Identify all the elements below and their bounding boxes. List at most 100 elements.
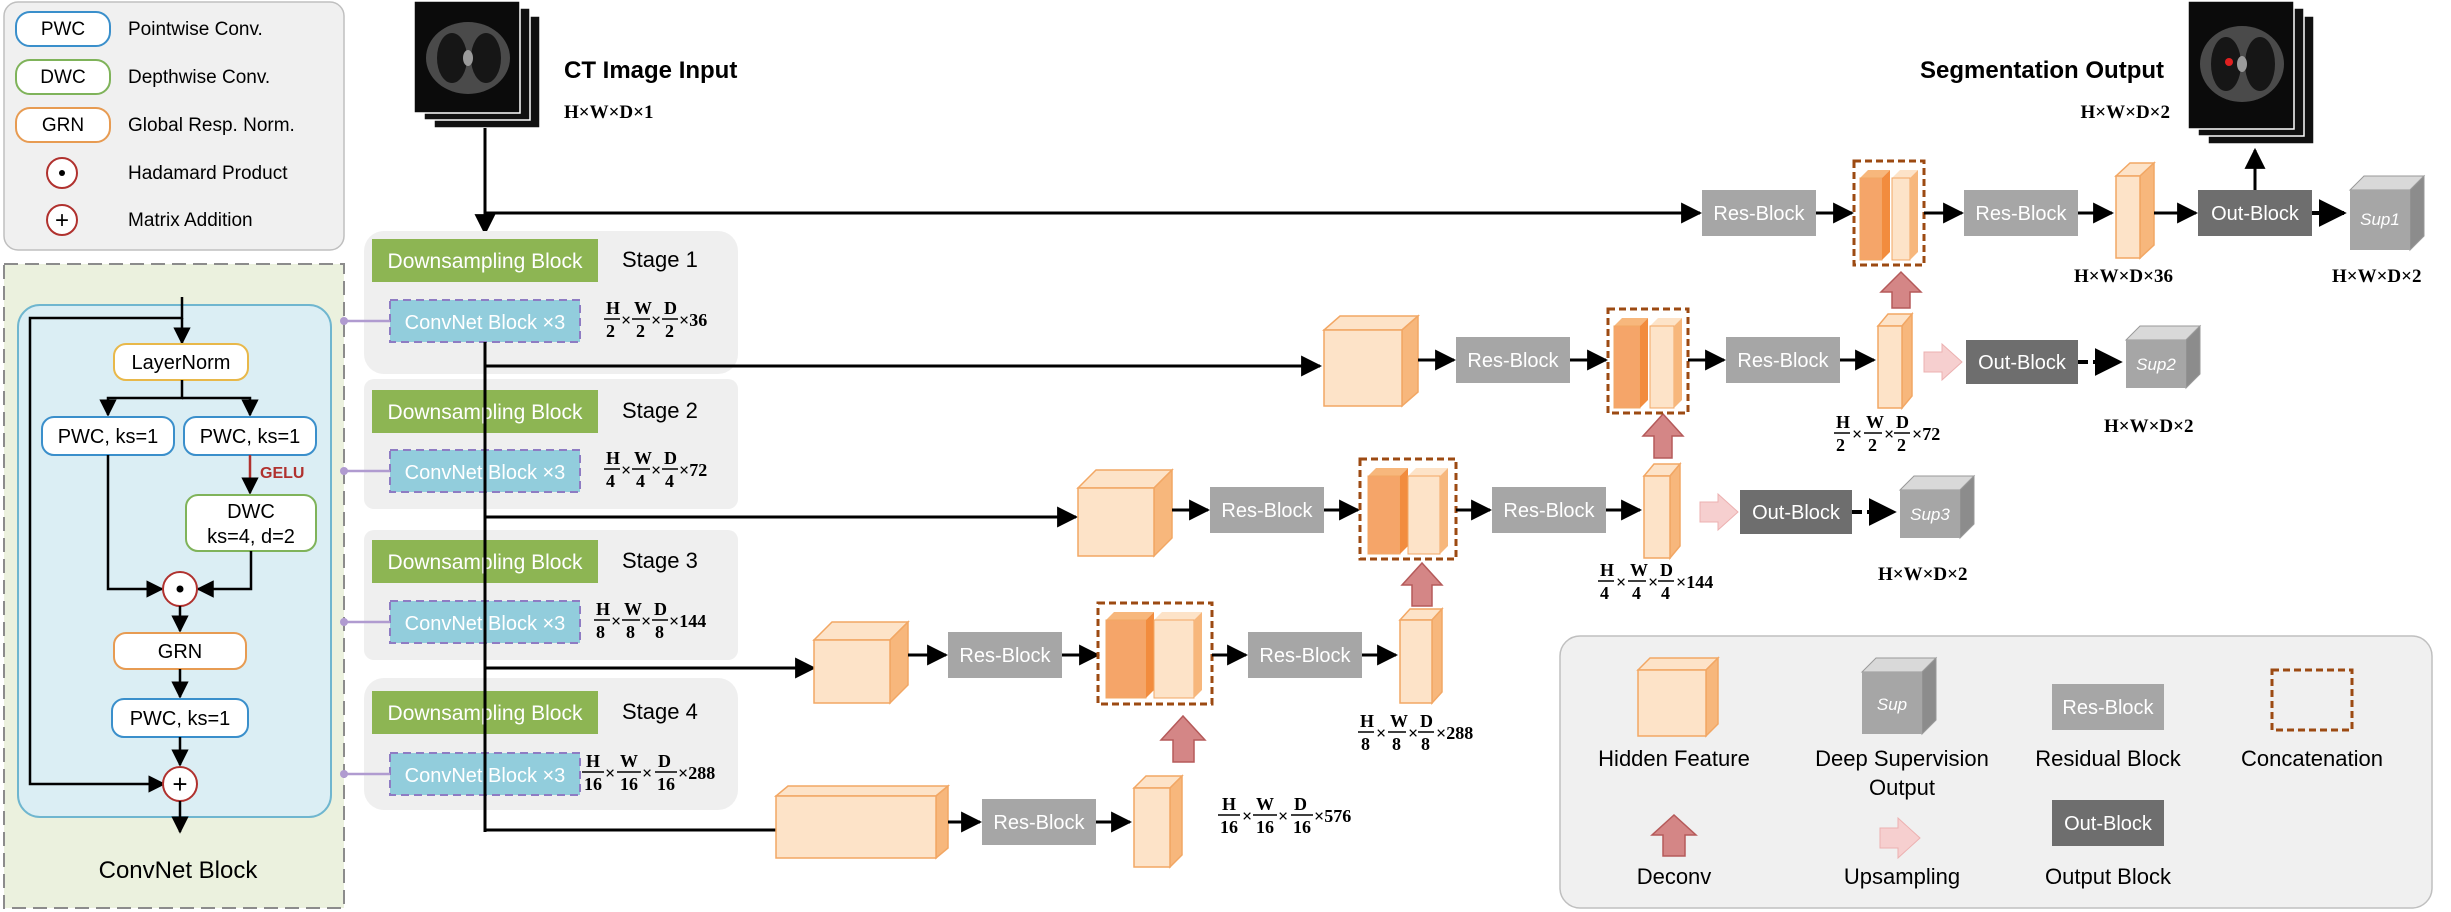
- svg-text:D: D: [1896, 412, 1909, 432]
- ct-image-input: CT Image Input H×W×D×1: [413, 0, 737, 129]
- res-block-l1-a: [1702, 190, 1816, 236]
- svg-text:D: D: [1420, 711, 1433, 731]
- svg-text:8: 8: [655, 622, 664, 642]
- svg-text:Output: Output: [1869, 775, 1935, 800]
- top-legend: PWC Pointwise Conv. DWC Depthwise Conv. …: [3, 1, 345, 251]
- concatenation-legend-text: Concatenation: [2241, 746, 2383, 771]
- svg-text:Res-Block: Res-Block: [1467, 350, 1559, 372]
- bottleneck-dims: H16 × W16 × D16 ×576: [1218, 794, 1351, 837]
- svg-text:W: W: [1866, 412, 1884, 432]
- svg-text:×: ×: [1278, 806, 1288, 826]
- convnet-block-stage-1: [389, 299, 581, 343]
- concat-l1: [1852, 159, 1926, 267]
- sup1-dims: H×W×D×2: [2332, 266, 2421, 287]
- bottleneck-feature: [773, 784, 951, 860]
- svg-text:GRN: GRN: [158, 641, 202, 663]
- svg-text:H: H: [606, 448, 620, 468]
- concat-l4: [1096, 601, 1214, 706]
- svg-text:Res-Block: Res-Block: [1713, 203, 1805, 225]
- add-legend-icon: [46, 204, 78, 236]
- svg-text:16: 16: [584, 774, 602, 794]
- svg-text:4: 4: [1632, 583, 1641, 603]
- svg-text:16: 16: [620, 774, 638, 794]
- svg-text:D: D: [664, 448, 677, 468]
- dec-feature-l2: [1876, 311, 1914, 411]
- svg-text:×: ×: [1408, 723, 1418, 743]
- dec-l4-dims: H8 × W8 × D8 ×288: [1358, 711, 1473, 754]
- res-block-l2-a: [1456, 337, 1570, 383]
- svg-text:W: W: [624, 599, 642, 619]
- svg-text:W: W: [1630, 560, 1648, 580]
- svg-text:PWC, ks=1: PWC, ks=1: [200, 426, 301, 448]
- svg-text:2: 2: [1836, 435, 1845, 455]
- svg-text:8: 8: [596, 622, 605, 642]
- svg-text:W: W: [634, 298, 652, 318]
- res-block-l3-a: [1210, 487, 1324, 533]
- res-block-l4-a: [948, 632, 1062, 678]
- svg-text:4: 4: [1661, 583, 1670, 603]
- input-title: CT Image Input: [564, 57, 737, 84]
- svg-text:Out-Block: Out-Block: [2064, 813, 2153, 835]
- svg-text:×: ×: [1616, 572, 1626, 592]
- upsample-arrow-2: [1923, 342, 1963, 382]
- bottleneck-out-feature: [1132, 774, 1184, 869]
- svg-text:H: H: [1600, 560, 1614, 580]
- svg-text:+: +: [172, 769, 187, 799]
- svg-text:×: ×: [1884, 424, 1894, 444]
- svg-text:H: H: [596, 599, 610, 619]
- bottom-legend: Hidden Feature Sup Deep Supervision Outp…: [1559, 635, 2433, 909]
- segmentation-image-stack: [2187, 0, 2315, 145]
- convnet-block-detail: ConvNet Block LayerNorm PWC, ks=1 PWC, k…: [3, 263, 345, 909]
- stage-2-label: Stage 2: [622, 398, 698, 423]
- svg-text:16: 16: [1256, 817, 1274, 837]
- pwc-legend-box: [15, 11, 111, 47]
- stage-1-label: Stage 1: [622, 247, 698, 272]
- svg-text:Res-Block: Res-Block: [1259, 645, 1351, 667]
- ct-image-stack: [413, 0, 541, 129]
- out-block-legend-icon: [2052, 800, 2164, 846]
- svg-text:×: ×: [651, 310, 661, 330]
- svg-text:Res-Block: Res-Block: [1503, 500, 1595, 522]
- svg-text:Out-Block: Out-Block: [2211, 203, 2300, 225]
- dec-l2-dims: H2 × W2 × D2 ×72: [1834, 412, 1940, 455]
- skip-feature-l3: [1076, 468, 1174, 558]
- res-block-l4-b: [1248, 632, 1362, 678]
- svg-text:16: 16: [1220, 817, 1238, 837]
- svg-text:Res-Block: Res-Block: [1975, 203, 2067, 225]
- upsampling-legend-icon: [1879, 816, 1921, 860]
- svg-text:W: W: [620, 751, 638, 771]
- svg-text:16: 16: [1293, 817, 1311, 837]
- svg-text:D: D: [1660, 560, 1673, 580]
- stage-3-dims: H8 × W8 × D8 ×144: [594, 599, 706, 642]
- svg-text:D: D: [664, 298, 677, 318]
- grn-legend-abbr: GRN: [42, 115, 84, 136]
- dec-feature-l1: [2114, 161, 2156, 260]
- deconv-arrow-2: [1641, 412, 1685, 459]
- svg-text:DWC: DWC: [227, 501, 275, 523]
- grn-legend-box: [15, 107, 111, 143]
- svg-text:H: H: [606, 298, 620, 318]
- svg-text:×144: ×144: [1676, 572, 1713, 592]
- svg-text:×: ×: [1852, 424, 1862, 444]
- svg-text:×: ×: [611, 611, 621, 631]
- svg-text:Res-Block: Res-Block: [2062, 697, 2154, 719]
- deconv-arrow-4: [1159, 714, 1207, 763]
- deconv-legend-icon: [1650, 813, 1698, 857]
- svg-text:Res-Block: Res-Block: [993, 812, 1085, 834]
- sup2-cube: Sup2: [2124, 324, 2202, 390]
- svg-text:4: 4: [665, 471, 674, 491]
- svg-text:×144: ×144: [669, 611, 706, 631]
- svg-text:×: ×: [621, 310, 631, 330]
- svg-text:LayerNorm: LayerNorm: [132, 352, 231, 374]
- dec-l3-dims: H4 × W4 × D4 ×144: [1598, 560, 1713, 603]
- encoder-stages: Downsampling Block Stage 1 ConvNet Block…: [340, 231, 738, 832]
- svg-text:H: H: [1360, 711, 1374, 731]
- svg-text:W: W: [1390, 711, 1408, 731]
- deep-sup-legend-icon: Sup: [1860, 656, 1938, 736]
- dwc-legend-box: [15, 59, 111, 95]
- svg-text:H: H: [1222, 794, 1236, 814]
- svg-text:×288: ×288: [1436, 723, 1473, 743]
- svg-text:Res-Block: Res-Block: [1737, 350, 1829, 372]
- svg-text:H: H: [586, 751, 600, 771]
